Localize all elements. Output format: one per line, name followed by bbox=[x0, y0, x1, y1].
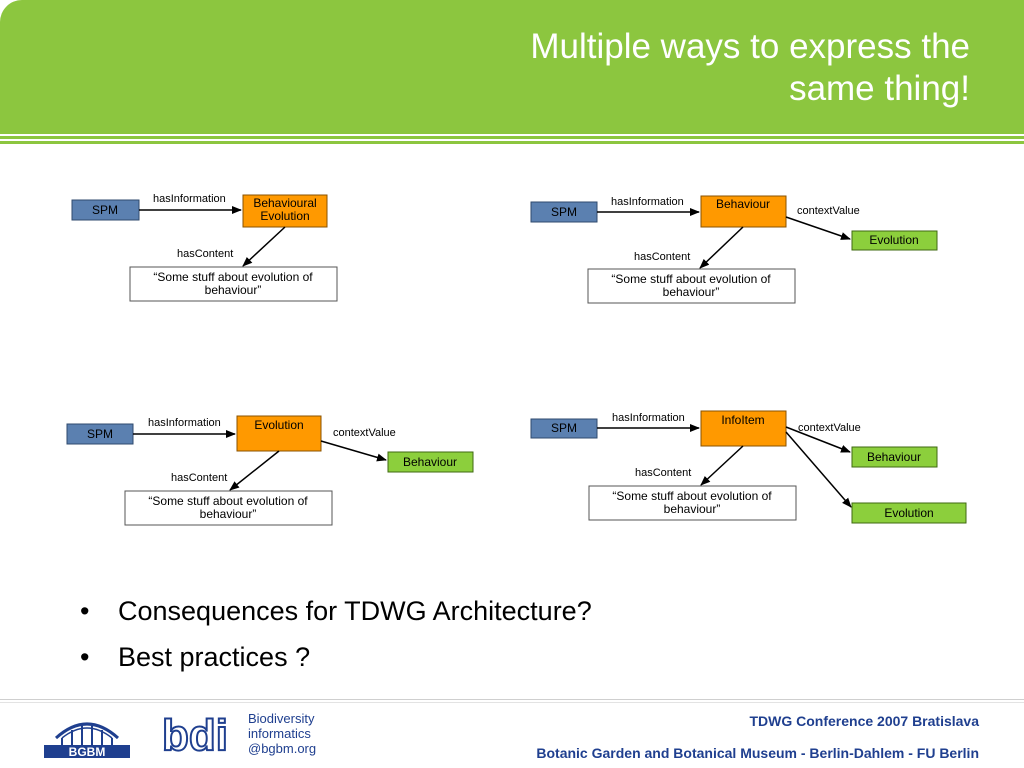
header-rule bbox=[0, 136, 1024, 139]
content-box bbox=[129, 266, 338, 302]
diagram-3: SPM hasInformation Evolution hasContent … bbox=[66, 415, 474, 526]
edge-contextvalue bbox=[785, 216, 851, 240]
bdi-wordmark: Biodiversity informatics @bgbm.org bbox=[248, 711, 316, 756]
subject-label: SPM bbox=[87, 427, 113, 441]
content-text-line2: behaviour” bbox=[205, 283, 262, 297]
content-text-line1: “Some stuff about evolution of bbox=[611, 272, 771, 286]
content-text-line1: “Some stuff about evolution of bbox=[612, 489, 772, 503]
subject-label: SPM bbox=[551, 421, 577, 435]
information-node bbox=[700, 195, 787, 228]
bullet-marker: • bbox=[80, 642, 90, 672]
context-label: Behaviour bbox=[403, 455, 457, 469]
bdi-logo-text: bdi bbox=[162, 711, 228, 758]
bullet-text: Consequences for TDWG Architecture? bbox=[118, 596, 592, 626]
bgbm-logo: BGBM bbox=[44, 722, 130, 759]
content-box bbox=[587, 268, 796, 304]
edge-contextvalue-1 bbox=[785, 426, 851, 453]
institution-label: Botanic Garden and Botanical Museum - Be… bbox=[536, 745, 979, 761]
edge-label-hascontent: hasContent bbox=[635, 467, 691, 479]
content-box bbox=[124, 490, 333, 526]
information-label: InfoItem bbox=[721, 413, 764, 427]
edge-label-hasinformation: hasInformation bbox=[612, 412, 685, 424]
footer-divider bbox=[0, 699, 1024, 700]
diagram-2: SPM hasInformation Behaviour hasContent … bbox=[530, 195, 938, 304]
header-rule-secondary bbox=[0, 141, 1024, 144]
bullet-marker: • bbox=[80, 596, 90, 626]
information-label-line2: Evolution bbox=[260, 209, 309, 223]
edge-label-hascontent: hasContent bbox=[177, 248, 233, 260]
context-label-1: Behaviour bbox=[867, 450, 921, 464]
edge-hascontent bbox=[699, 226, 744, 269]
bdi-logo: bdi bbox=[161, 710, 229, 758]
context-label: Evolution bbox=[869, 233, 918, 247]
content-text-line1: “Some stuff about evolution of bbox=[153, 270, 313, 284]
information-label: Behaviour bbox=[716, 197, 770, 211]
context-node-1 bbox=[851, 446, 938, 468]
rdf-diagrams: SPM hasInformation Behavioural Evolution… bbox=[66, 193, 967, 526]
conference-label: TDWG Conference 2007 Bratislava bbox=[749, 713, 979, 729]
header-band bbox=[0, 0, 1024, 134]
information-label-line1: Behavioural bbox=[253, 196, 316, 210]
content-text-line2: behaviour” bbox=[663, 285, 720, 299]
bullet-list: • Consequences for TDWG Architecture? • … bbox=[80, 588, 592, 680]
information-node bbox=[236, 415, 322, 452]
bgbm-logo-text: BGBM bbox=[69, 745, 106, 759]
edge-label-contextvalue: contextValue bbox=[797, 205, 860, 217]
edge-label-hasinformation: hasInformation bbox=[148, 417, 221, 429]
edge-label-hasinformation: hasInformation bbox=[611, 196, 684, 208]
information-node bbox=[700, 410, 787, 447]
context-node-2 bbox=[851, 502, 967, 524]
title-line-2: same thing! bbox=[789, 69, 970, 108]
bullet-text: Best practices ? bbox=[118, 642, 311, 672]
title-line-1: Multiple ways to express the bbox=[530, 27, 970, 66]
bdi-line-2: informatics bbox=[248, 726, 311, 741]
edge-contextvalue bbox=[320, 440, 387, 462]
bdi-line-3: @bgbm.org bbox=[248, 741, 317, 756]
context-label-2: Evolution bbox=[884, 506, 933, 520]
edge-contextvalue-2 bbox=[785, 431, 852, 508]
bullet-item: • Best practices ? bbox=[80, 634, 592, 680]
content-box bbox=[588, 485, 797, 521]
content-text-line1: “Some stuff about evolution of bbox=[148, 494, 308, 508]
bullet-item: • Consequences for TDWG Architecture? bbox=[80, 588, 592, 634]
content-text-line2: behaviour” bbox=[664, 502, 721, 516]
edge-label-hascontent: hasContent bbox=[171, 472, 227, 484]
diagram-4: SPM hasInformation InfoItem hasContent “… bbox=[530, 410, 967, 524]
edge-label-contextvalue: contextValue bbox=[333, 427, 396, 439]
edge-hascontent bbox=[242, 226, 286, 267]
edge-label-hascontent: hasContent bbox=[634, 251, 690, 263]
footer-divider-secondary bbox=[0, 702, 1024, 703]
context-node bbox=[387, 451, 474, 473]
diagram-1: SPM hasInformation Behavioural Evolution… bbox=[71, 193, 338, 302]
subject-label: SPM bbox=[92, 203, 118, 217]
information-label: Evolution bbox=[254, 418, 303, 432]
bdi-line-1: Biodiversity bbox=[248, 711, 315, 726]
edge-hascontent bbox=[229, 450, 280, 491]
edge-label-contextvalue: contextValue bbox=[798, 422, 861, 434]
slide-title: Multiple ways to express the same thing! bbox=[410, 26, 970, 110]
edge-hascontent bbox=[700, 445, 744, 486]
content-text-line2: behaviour” bbox=[200, 507, 257, 521]
edge-label-hasinformation: hasInformation bbox=[153, 193, 226, 205]
context-node bbox=[851, 230, 938, 251]
information-node bbox=[242, 194, 328, 228]
subject-label: SPM bbox=[551, 205, 577, 219]
